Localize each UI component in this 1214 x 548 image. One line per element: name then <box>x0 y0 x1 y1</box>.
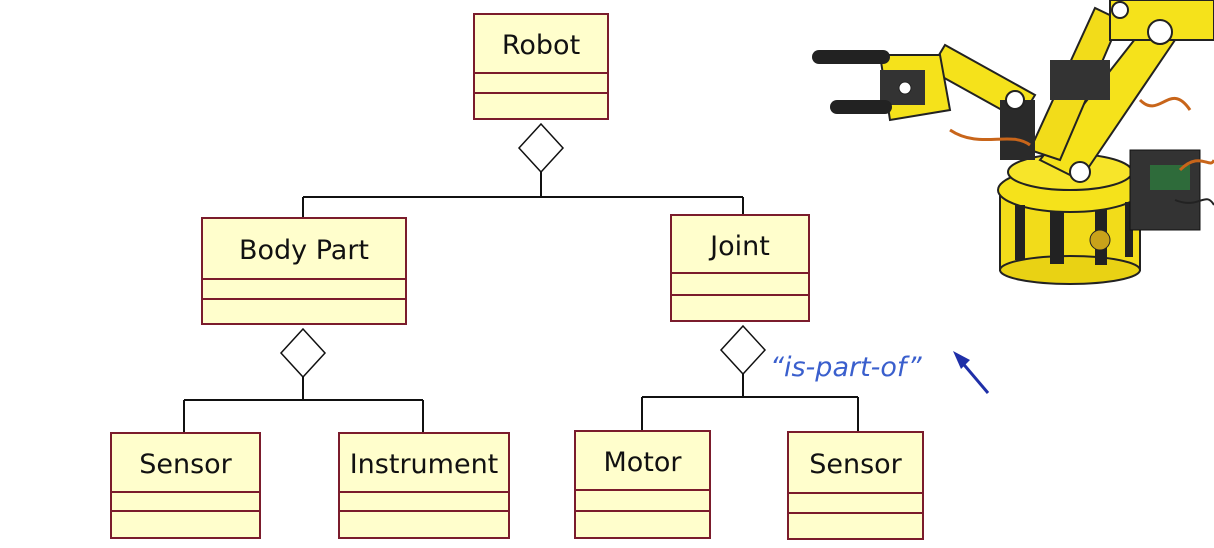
class-name: Instrument <box>340 434 508 493</box>
class-name: Sensor <box>789 433 922 494</box>
class-attributes <box>672 274 808 296</box>
class-name: Body Part <box>203 219 405 280</box>
robot-electronics <box>1130 150 1214 230</box>
robot-aggregation-diamond <box>519 124 563 172</box>
class-motor: Motor <box>574 430 711 539</box>
class-name: Motor <box>576 432 709 491</box>
is-part-of-annotation: “is-part-of” <box>770 352 922 383</box>
class-attributes <box>340 493 508 512</box>
class-attributes <box>112 493 259 512</box>
class-sensor-body: Sensor <box>110 432 261 539</box>
joint-aggregation-diamond <box>721 326 765 374</box>
class-attributes <box>789 494 922 514</box>
class-attributes <box>576 491 709 512</box>
class-joint: Joint <box>670 214 810 322</box>
class-name: Joint <box>672 216 808 274</box>
class-name: Robot <box>475 15 607 74</box>
class-attributes <box>203 280 405 300</box>
robot-gripper <box>812 50 950 120</box>
class-attributes <box>475 74 607 94</box>
class-robot: Robot <box>473 13 609 120</box>
robot-arm-image <box>806 0 1214 290</box>
class-instrument: Instrument <box>338 432 510 539</box>
class-name: Sensor <box>112 434 259 493</box>
bodypart-aggregation-diamond <box>281 329 325 377</box>
class-body-part: Body Part <box>201 217 407 325</box>
arrow-icon <box>953 351 988 393</box>
class-sensor-joint: Sensor <box>787 431 924 540</box>
